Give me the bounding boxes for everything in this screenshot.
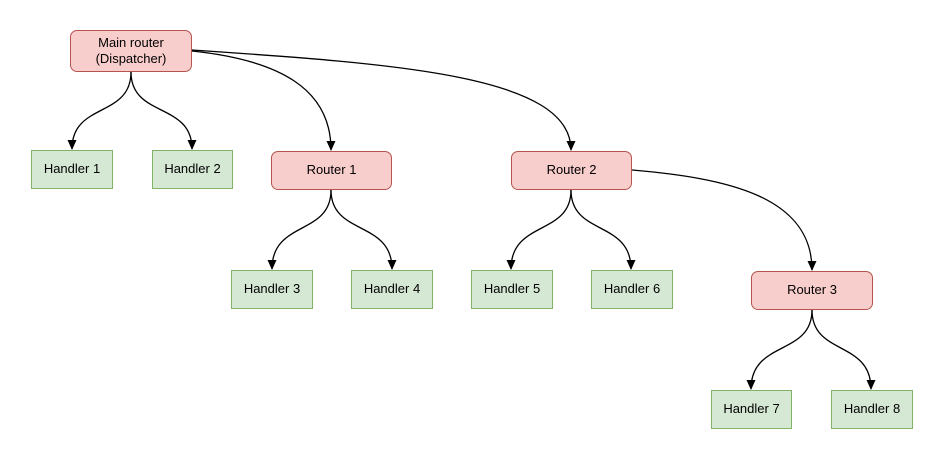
node-router-1-label: Router 1	[306, 162, 357, 178]
node-router-3: Router 3	[751, 271, 873, 310]
edge-router-2-to-router-3	[631, 169, 817, 271]
node-handler-7: Handler 7	[711, 390, 792, 429]
edge-main-router-to-handler-1	[67, 71, 132, 150]
node-handler-2: Handler 2	[152, 150, 233, 189]
node-handler-3: Handler 3	[231, 270, 313, 309]
node-handler-7-label: Handler 7	[723, 401, 780, 417]
edge-router-3-to-handler-7	[746, 309, 813, 390]
node-handler-8: Handler 8	[831, 390, 913, 429]
node-handler-4-label: Handler 4	[363, 281, 421, 297]
node-handler-3-label: Handler 3	[243, 281, 301, 297]
node-router-2: Router 2	[511, 151, 632, 190]
node-router-2-label: Router 2	[546, 162, 597, 178]
node-main-router: Main router (Dispatcher)	[70, 30, 192, 72]
node-handler-5: Handler 5	[471, 270, 553, 309]
node-router-1: Router 1	[271, 151, 392, 190]
node-handler-4: Handler 4	[351, 270, 433, 309]
node-handler-1: Handler 1	[31, 150, 113, 189]
node-handler-6-label: Handler 6	[603, 281, 661, 297]
node-handler-5-label: Handler 5	[483, 281, 541, 297]
node-handler-6: Handler 6	[591, 270, 673, 309]
node-router-3-label: Router 3	[787, 282, 837, 298]
edge-main-router-to-router-1	[191, 50, 336, 151]
edge-router-1-to-handler-4	[330, 189, 397, 270]
edge-router-3-to-handler-8	[811, 309, 876, 390]
edge-router-2-to-handler-5	[506, 189, 572, 270]
node-handler-2-label: Handler 2	[164, 161, 221, 177]
node-handler-8-label: Handler 8	[843, 401, 901, 417]
edge-main-router-to-router-2	[191, 49, 576, 151]
edge-main-router-to-handler-2	[130, 71, 197, 150]
edge-router-1-to-handler-3	[267, 189, 332, 270]
node-handler-1-label: Handler 1	[43, 161, 101, 177]
node-main-router-label: Main router (Dispatcher)	[95, 34, 167, 66]
edge-router-2-to-handler-6	[570, 189, 636, 270]
